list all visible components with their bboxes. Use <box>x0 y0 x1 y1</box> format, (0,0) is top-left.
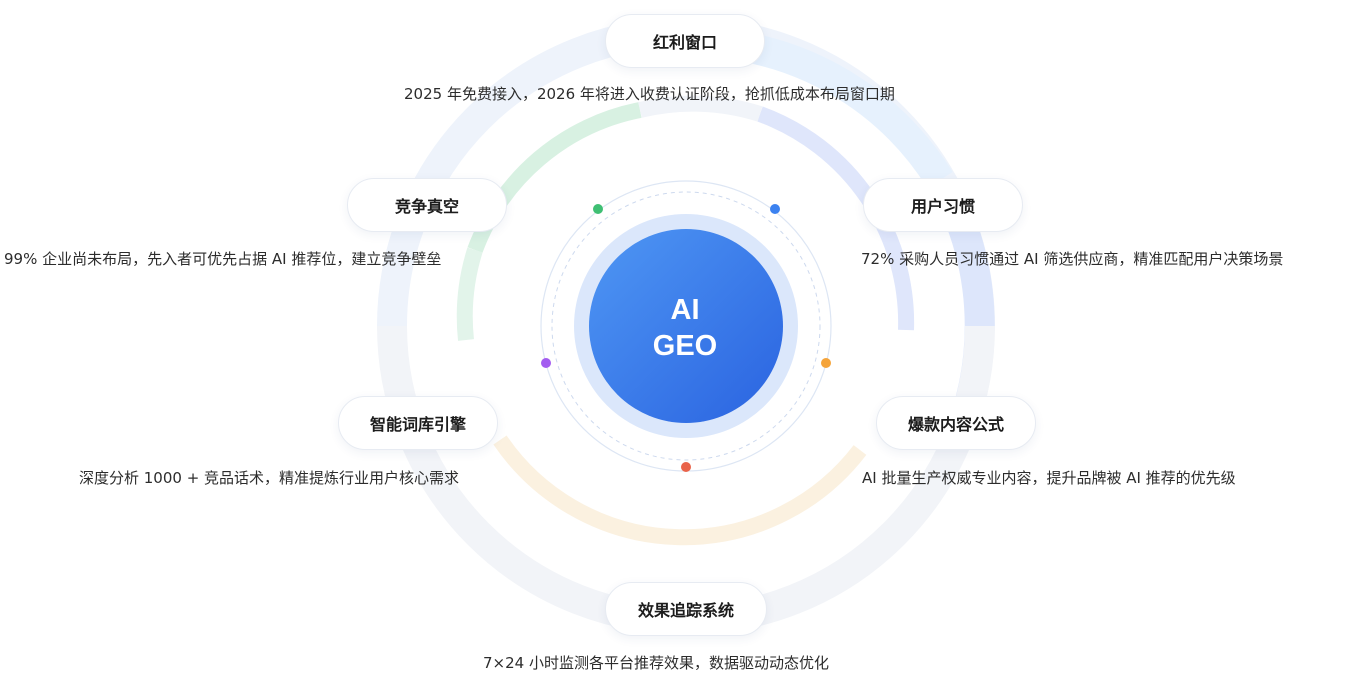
orbit-dot-blue <box>770 204 780 214</box>
orbit-dot-purple <box>541 358 551 368</box>
outer-ring-segment-topright <box>737 31 953 189</box>
node-pill-keyword-engine: 智能词库引擎 <box>338 396 498 450</box>
node-pill-user-habits: 用户习惯 <box>863 178 1023 232</box>
node-pill-competition-vacuum: 竞争真空 <box>347 178 507 232</box>
node-pill-viral-content: 爆款内容公式 <box>876 396 1036 450</box>
core-circle <box>589 229 783 423</box>
node-desc-bonus-window: 2025 年免费接入，2026 年将进入收费认证阶段，抢抓低成本布局窗口期 <box>404 85 895 103</box>
core-label-line2: GEO <box>652 330 718 362</box>
middle-ring-green-left <box>456 247 483 341</box>
middle-ring-green <box>467 102 642 253</box>
orbit-dot-orange <box>821 358 831 368</box>
node-pill-bonus-window: 红利窗口 <box>605 14 765 68</box>
node-desc-user-habits: 72% 采购人员习惯通过 AI 筛选供应商，精准匹配用户决策场景 <box>861 250 1284 268</box>
core-label: AI GEO <box>587 230 783 426</box>
node-desc-viral-content: AI 批量生产权威专业内容，提升品牌被 AI 推荐的优先级 <box>862 469 1236 487</box>
inner-orbit-dashed <box>551 191 821 461</box>
core-label-line1: AI <box>670 294 700 326</box>
node-pill-tracking-system: 效果追踪系统 <box>605 582 767 636</box>
orbit-dot-red <box>681 462 691 472</box>
orbit-dot-green <box>593 204 603 214</box>
middle-ring-gray <box>638 95 763 122</box>
node-desc-competition-vacuum: 99% 企业尚未布局，先入者可优先占据 AI 推荐位，建立竞争壁垒 <box>4 250 442 268</box>
node-desc-keyword-engine: 深度分析 1000 + 竞品话术，精准提炼行业用户核心需求 <box>79 469 460 487</box>
node-desc-tracking-system: 7×24 小时监测各平台推荐效果，数据驱动动态优化 <box>483 654 829 672</box>
middle-ring-orange <box>493 435 867 546</box>
